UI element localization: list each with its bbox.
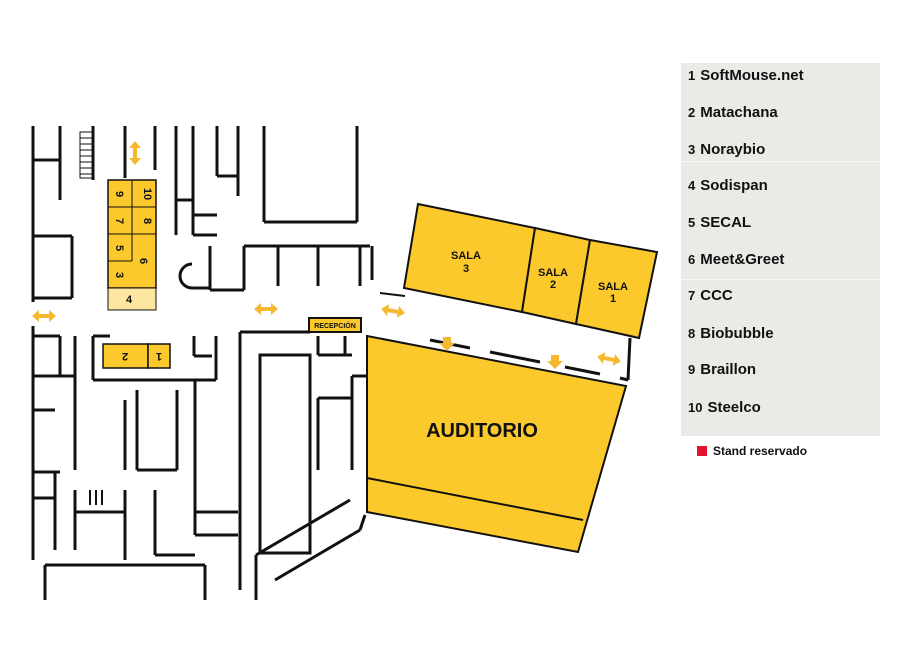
legend-name: SECAL	[700, 213, 752, 231]
legend-name: CCC	[700, 286, 733, 304]
legend-number: 4	[688, 177, 696, 193]
legend-item[interactable]: 8 Biobubble	[688, 321, 774, 345]
sala-3-number: 3	[463, 263, 469, 275]
direction-arrows	[32, 141, 621, 369]
legend-item[interactable]: 10 Steelco	[688, 395, 761, 419]
legend-item[interactable]: 4 Sodispan	[688, 173, 768, 197]
stand-block-lower	[102, 343, 171, 369]
legend-number: 6	[688, 251, 696, 267]
stand-3-label: 3	[113, 272, 125, 278]
stand-2-label: 2	[122, 350, 128, 362]
stand-10-label: 10	[141, 188, 153, 200]
double-arrow-icon	[254, 303, 278, 315]
stand-9-label: 9	[113, 191, 125, 197]
recepcion-label: RECEPCIÓN	[314, 321, 356, 330]
room-labels: SALA 3 SALA 2 SALA 1 AUDITORIO RECEPCIÓN	[314, 250, 628, 442]
legend-number: 10	[688, 399, 703, 415]
legend-item[interactable]: 3 Noraybio	[688, 137, 765, 161]
legend-name: Meet&Greet	[700, 250, 785, 268]
floor-plan-map: SALA 3 SALA 2 SALA 1 AUDITORIO RECEPCIÓN…	[31, 126, 659, 600]
double-arrow-icon	[129, 141, 141, 165]
legend-name: Biobubble	[700, 324, 774, 342]
stand-4-label: 4	[126, 294, 133, 306]
legend-name: Sodispan	[700, 176, 768, 194]
down-arrow-icon	[547, 355, 563, 369]
stand-labels: 10 9 8 7 6 5 3 4 2 1	[113, 188, 162, 362]
legend-item[interactable]: 2 Matachana	[688, 100, 778, 124]
stand-1-label: 1	[156, 350, 162, 362]
legend-divider	[681, 161, 880, 162]
sala-2-label: SALA	[538, 267, 568, 279]
legend-item[interactable]: 6 Meet&Greet	[688, 247, 784, 271]
stand-6-label: 6	[137, 258, 149, 264]
legend-item[interactable]: 9 Braillon	[688, 357, 756, 381]
legend-number: 9	[688, 361, 696, 377]
legend-name: Noraybio	[700, 140, 766, 158]
sala-1-label: SALA	[598, 281, 628, 293]
legend-item[interactable]: 1 SoftMouse.net	[688, 63, 804, 87]
stand-4[interactable]	[107, 287, 157, 311]
stand-7-label: 7	[113, 218, 125, 224]
exhibitor-legend: 1 SoftMouse.net 2 Matachana 3 Noraybio 4…	[681, 63, 880, 436]
reserved-stand-key: Stand reservado	[697, 444, 807, 458]
legend-divider	[681, 279, 880, 280]
auditorio-room[interactable]	[366, 334, 628, 554]
legend-number: 8	[688, 325, 696, 341]
sala-2-number: 2	[550, 279, 556, 291]
legend-number: 5	[688, 214, 696, 230]
double-arrow-icon	[32, 310, 56, 322]
reserved-swatch-icon	[697, 446, 707, 456]
double-arrow-icon	[381, 304, 405, 318]
stand-8-label: 8	[141, 218, 153, 224]
reserved-label: Stand reservado	[713, 444, 808, 458]
legend-number: 7	[688, 287, 696, 303]
stand-5-label: 5	[113, 245, 125, 251]
sala-3-label: SALA	[451, 250, 481, 262]
stand-1[interactable]	[147, 343, 171, 369]
legend-name: Braillon	[700, 360, 757, 378]
rooms	[308, 202, 659, 554]
double-arrow-icon	[597, 352, 621, 366]
legend-number: 2	[688, 104, 696, 120]
legend-number: 1	[688, 67, 696, 83]
down-arrow-icon	[439, 337, 455, 351]
legend-name: Matachana	[700, 103, 778, 121]
sala-1-number: 1	[610, 293, 616, 305]
stairs-icon	[79, 131, 94, 179]
legend-item[interactable]: 5 SECAL	[688, 210, 751, 234]
recepcion-desk[interactable]	[308, 317, 362, 333]
walls	[31, 126, 632, 600]
legend-number: 3	[688, 141, 696, 157]
auditorio-label: AUDITORIO	[426, 420, 538, 442]
legend-item[interactable]: 7 CCC	[688, 283, 733, 307]
stand-block-upper	[107, 179, 157, 311]
legend-name: Steelco	[707, 398, 761, 416]
legend-name: SoftMouse.net	[700, 66, 804, 84]
sala-1-room[interactable]	[574, 238, 659, 340]
